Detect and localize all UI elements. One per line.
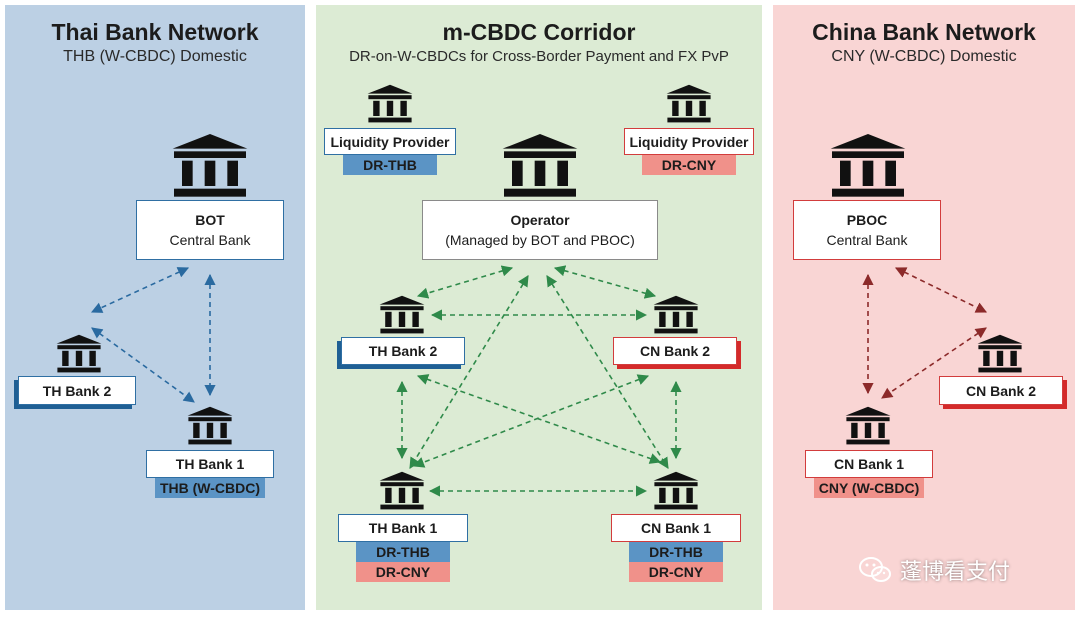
th-bank-1-dr-cny-tag: DR-CNY xyxy=(356,562,450,582)
china-cn-bank-1-label: CN Bank 1 xyxy=(833,456,905,472)
china-panel-subtitle: CNY (W-CBDC) Domestic xyxy=(831,48,1017,65)
pboc-central-bank-node: PBOC Central Bank xyxy=(793,200,941,260)
watermark-text: 蓬博看支付 xyxy=(900,559,1011,584)
link-operator-thbank2 xyxy=(416,265,514,299)
liquidity-provider-cny-label: Liquidity Provider xyxy=(629,133,749,150)
operator-role: (Managed by BOT and PBOC) xyxy=(445,232,635,248)
link-operator-thbank1 xyxy=(409,275,529,469)
bot-central-bank-node: BOT Central Bank xyxy=(136,200,284,260)
bank-building-icon xyxy=(666,84,712,123)
thai-th-bank-1-node: TH Bank 1 xyxy=(146,450,274,478)
th-bank-1-dr-thb-tag: DR-THB xyxy=(356,542,450,562)
bank-building-icon xyxy=(379,471,425,510)
corridor-cn-bank-2-label: CN Bank 2 xyxy=(639,343,711,359)
liquidity-provider-cny-node: Liquidity Provider xyxy=(624,128,754,155)
corridor-cn-bank-1-label: CN Bank 1 xyxy=(640,520,712,536)
operator-name: Operator xyxy=(510,212,570,228)
cn-bank-1-dr-cny-tag: DR-CNY xyxy=(629,562,723,582)
bot-name: BOT xyxy=(195,212,225,228)
corridor-panel-title: m-CBDC Corridor xyxy=(442,19,636,45)
corridor-th-bank-2-node: TH Bank 2 xyxy=(341,337,465,365)
corridor-th-bank-1-node: TH Bank 1 xyxy=(338,514,468,542)
pboc-role: Central Bank xyxy=(826,232,908,248)
cny-wcbdc-tag: CNY (W-CBDC) xyxy=(814,478,924,498)
china-panel-title: China Bank Network xyxy=(812,19,1036,45)
liquidity-provider-thb-label: Liquidity Provider xyxy=(330,133,450,150)
bank-building-icon xyxy=(653,295,699,334)
liquidity-provider-thb-node: Liquidity Provider xyxy=(324,128,456,155)
link-bot-thbank2 xyxy=(90,267,190,313)
dr-cny-lp-tag: DR-CNY xyxy=(642,155,736,175)
link-pboc-cnbank2 xyxy=(894,267,988,313)
thai-panel-title: Thai Bank Network xyxy=(51,19,259,45)
thb-wcbdc-tag: THB (W-CBDC) xyxy=(155,478,265,498)
bank-building-icon xyxy=(502,134,578,197)
thai-th-bank-1-label: TH Bank 1 xyxy=(175,456,245,472)
corridor-cn-bank-1-node: CN Bank 1 xyxy=(611,514,741,542)
watermark: 蓬博看支付 xyxy=(858,553,1010,587)
corridor-th-bank-1-label: TH Bank 1 xyxy=(368,520,438,536)
wechat-icon xyxy=(859,557,891,582)
thai-th-bank-2-label: TH Bank 2 xyxy=(42,382,112,399)
operator-node: Operator (Managed by BOT and PBOC) xyxy=(422,200,658,260)
dr-thb-lp-tag: DR-THB xyxy=(343,155,437,175)
link-cnbank2-cnbank1 xyxy=(881,327,987,399)
bot-role: Central Bank xyxy=(169,232,251,248)
bank-building-icon xyxy=(172,134,248,197)
link-operator-cnbank1 xyxy=(546,275,669,469)
link-cnbank2-thbank1 xyxy=(412,374,650,468)
china-cn-bank-2-label: CN Bank 2 xyxy=(965,382,1037,399)
cn-bank-1-dr-thb-tag: DR-THB xyxy=(629,542,723,562)
china-cn-bank-1-node: CN Bank 1 xyxy=(805,450,933,478)
china-cn-bank-2-node: CN Bank 2 xyxy=(939,376,1063,405)
pboc-name: PBOC xyxy=(846,212,888,228)
bank-building-icon xyxy=(367,84,413,123)
corridor-cn-bank-2-node: CN Bank 2 xyxy=(613,337,737,365)
bank-building-icon xyxy=(653,471,699,510)
bank-building-icon xyxy=(845,406,891,445)
link-thbank2-cnbank1 xyxy=(416,374,662,464)
bank-building-icon xyxy=(830,134,906,197)
link-operator-cnbank2 xyxy=(553,265,657,299)
bank-building-icon xyxy=(977,334,1023,373)
thai-th-bank-2-node: TH Bank 2 xyxy=(18,376,136,405)
bank-building-icon xyxy=(187,406,233,445)
bank-building-icon xyxy=(56,334,102,373)
link-thbank2-thbank1 xyxy=(91,327,195,403)
bank-building-icon xyxy=(379,295,425,334)
thai-panel-subtitle: THB (W-CBDC) Domestic xyxy=(63,48,247,65)
corridor-th-bank-2-label: TH Bank 2 xyxy=(368,343,438,359)
corridor-panel-subtitle: DR-on-W-CBDCs for Cross-Border Payment a… xyxy=(349,48,729,65)
